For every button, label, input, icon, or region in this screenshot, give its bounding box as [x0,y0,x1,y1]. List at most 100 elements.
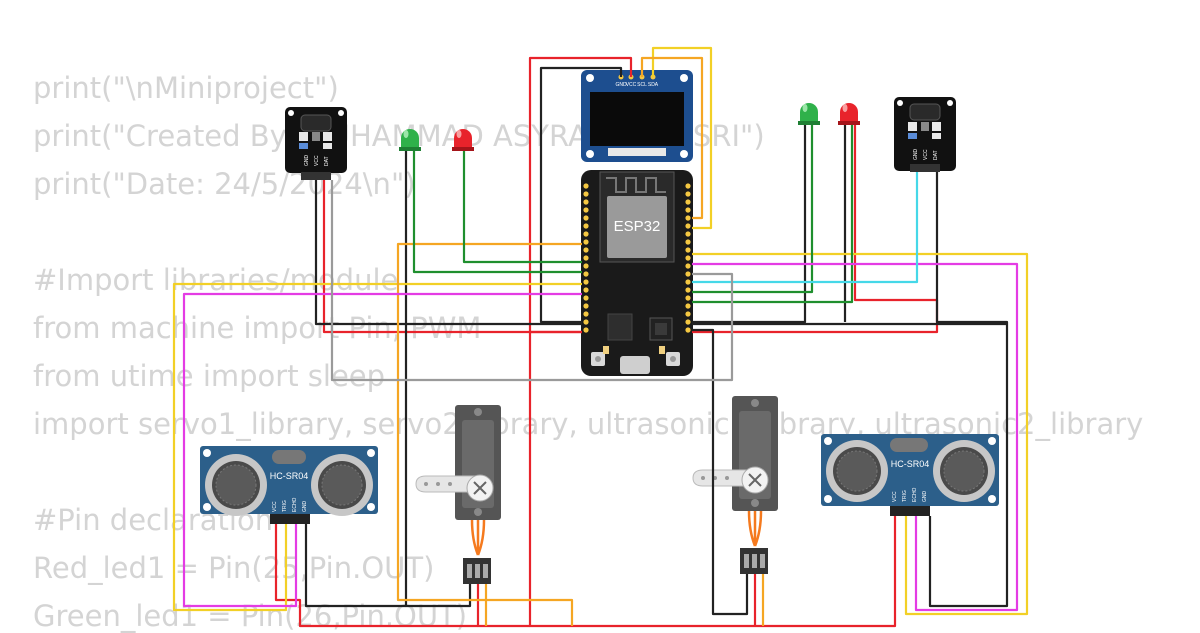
wire-black-ir-left [314,180,582,326]
oled-display[interactable]: GND VCC SCL SDA [581,70,693,162]
esp32-pin [685,255,691,261]
code-line: from utime import sleep [33,359,386,393]
esp32-pin [583,199,589,205]
esp32-pin [583,303,589,309]
esp32-pin [583,311,589,317]
esp32-label: ESP32 [614,218,661,235]
esp32-pin [583,295,589,301]
esp32-pin [685,191,691,197]
esp32-left-pins [583,183,589,333]
svg-text:GND: GND [304,155,310,167]
esp32-pin [685,327,691,333]
esp32-pin [685,239,691,245]
code-line: Red_led1 = Pin(25,Pin.OUT) [33,551,435,585]
wire-gray-ir-left [330,180,734,382]
esp32-pin [583,207,589,213]
svg-text:TRIG: TRIG [902,490,908,502]
wire-green-led-right-r [692,125,854,304]
wire-green-led-left-r [462,151,582,264]
ultrasonic-sensor-left[interactable]: HC-SR04 VCC TRIG ECHO GND [200,446,378,524]
svg-text:GND: GND [913,149,919,161]
oled-pin-labels: GND VCC SCL SDA [615,82,658,88]
green-led-right[interactable] [798,103,820,125]
esp32-pin [685,215,691,221]
wire-red-ir-left [322,180,582,334]
ultrasonic-left-label: HC-SR04 [270,471,309,481]
esp32-pin [685,295,691,301]
esp32-pin [583,247,589,253]
wire-yellow-ultra-right [692,252,1029,616]
esp32-pin [685,287,691,293]
esp32-pin [685,247,691,253]
esp32-pin [583,255,589,261]
ultrasonic-sensor-right[interactable]: HC-SR04 VCC TRIG ECHO GND [821,434,999,516]
ir-right-pin-labels: GND VCC DAT [913,149,939,161]
svg-text:VCC: VCC [314,155,320,166]
code-line: print("\nMiniproject") [33,71,339,105]
wire-red-ultra-left [274,524,478,628]
wire-magenta-ultra-right [692,262,1019,612]
red-led-right[interactable] [838,103,860,125]
esp32-pin [583,239,589,245]
esp32-pin [685,223,691,229]
esp32-pin [583,231,589,237]
esp32-pin [685,303,691,309]
servo-motor-left[interactable] [415,405,501,584]
svg-text:ECHO: ECHO [912,487,918,502]
svg-text:VCC: VCC [272,501,278,512]
esp32-pin [583,319,589,325]
wire-yellow-ultra-left [172,282,582,612]
esp32-pin [685,279,691,285]
esp32-board[interactable]: ESP32 [581,170,693,376]
esp32-pin [685,271,691,277]
svg-text:VCC: VCC [892,491,898,502]
wire-red-bus-bottom [528,332,897,628]
svg-text:GND: GND [302,501,308,513]
svg-text:TRIG: TRIG [282,500,288,512]
svg-text:ECHO: ECHO [292,497,298,512]
esp32-pin [583,183,589,189]
esp32-pin [685,199,691,205]
ultrasonic-right-pin-labels: VCC TRIG ECHO GND [892,487,928,502]
esp32-pin [583,327,589,333]
esp32-pin [583,287,589,293]
wire-green-led-left-g [412,151,582,274]
wire-black-led-right [692,125,807,324]
svg-text:SDA: SDA [648,82,659,88]
esp32-pin [685,231,691,237]
svg-text:VCC: VCC [923,149,929,160]
wire-black-servo-right [692,328,749,616]
ir-sensor-right[interactable]: GND VCC DAT [894,97,956,172]
code-line: print("Date: 24/5/2024\n") [33,167,416,201]
svg-text:DAT: DAT [933,150,939,160]
code-line: #Import libraries/module [33,263,399,297]
red-led-left[interactable] [452,129,474,151]
wire-black-led-left [404,151,472,608]
svg-text:GND: GND [615,82,627,88]
esp32-pin [583,279,589,285]
ir-left-pin-labels: GND VCC DAT [304,155,330,167]
wire-red-oled-vcc [528,56,633,334]
esp32-pin [685,263,691,269]
ultrasonic-right-label: HC-SR04 [891,459,930,469]
wire-black-oled-gnd [539,66,623,324]
ir-sensor-left[interactable]: GND VCC DAT [285,107,347,180]
esp32-pin [685,319,691,325]
wire-black-ir-right [928,172,1009,608]
servo-motor-right[interactable] [692,396,778,574]
green-led-left[interactable] [399,129,421,151]
esp32-right-pins [685,183,691,333]
esp32-pin [685,311,691,317]
esp32-pin [583,215,589,221]
esp32-pin [583,263,589,269]
svg-text:SCL: SCL [637,82,647,88]
wire-cyan-ir-right [692,172,919,284]
esp32-pin [685,207,691,213]
ultrasonic-left-pin-labels: VCC TRIG ECHO GND [272,497,308,512]
esp32-pin [583,223,589,229]
svg-text:VCC: VCC [626,82,637,88]
esp32-pin [583,271,589,277]
